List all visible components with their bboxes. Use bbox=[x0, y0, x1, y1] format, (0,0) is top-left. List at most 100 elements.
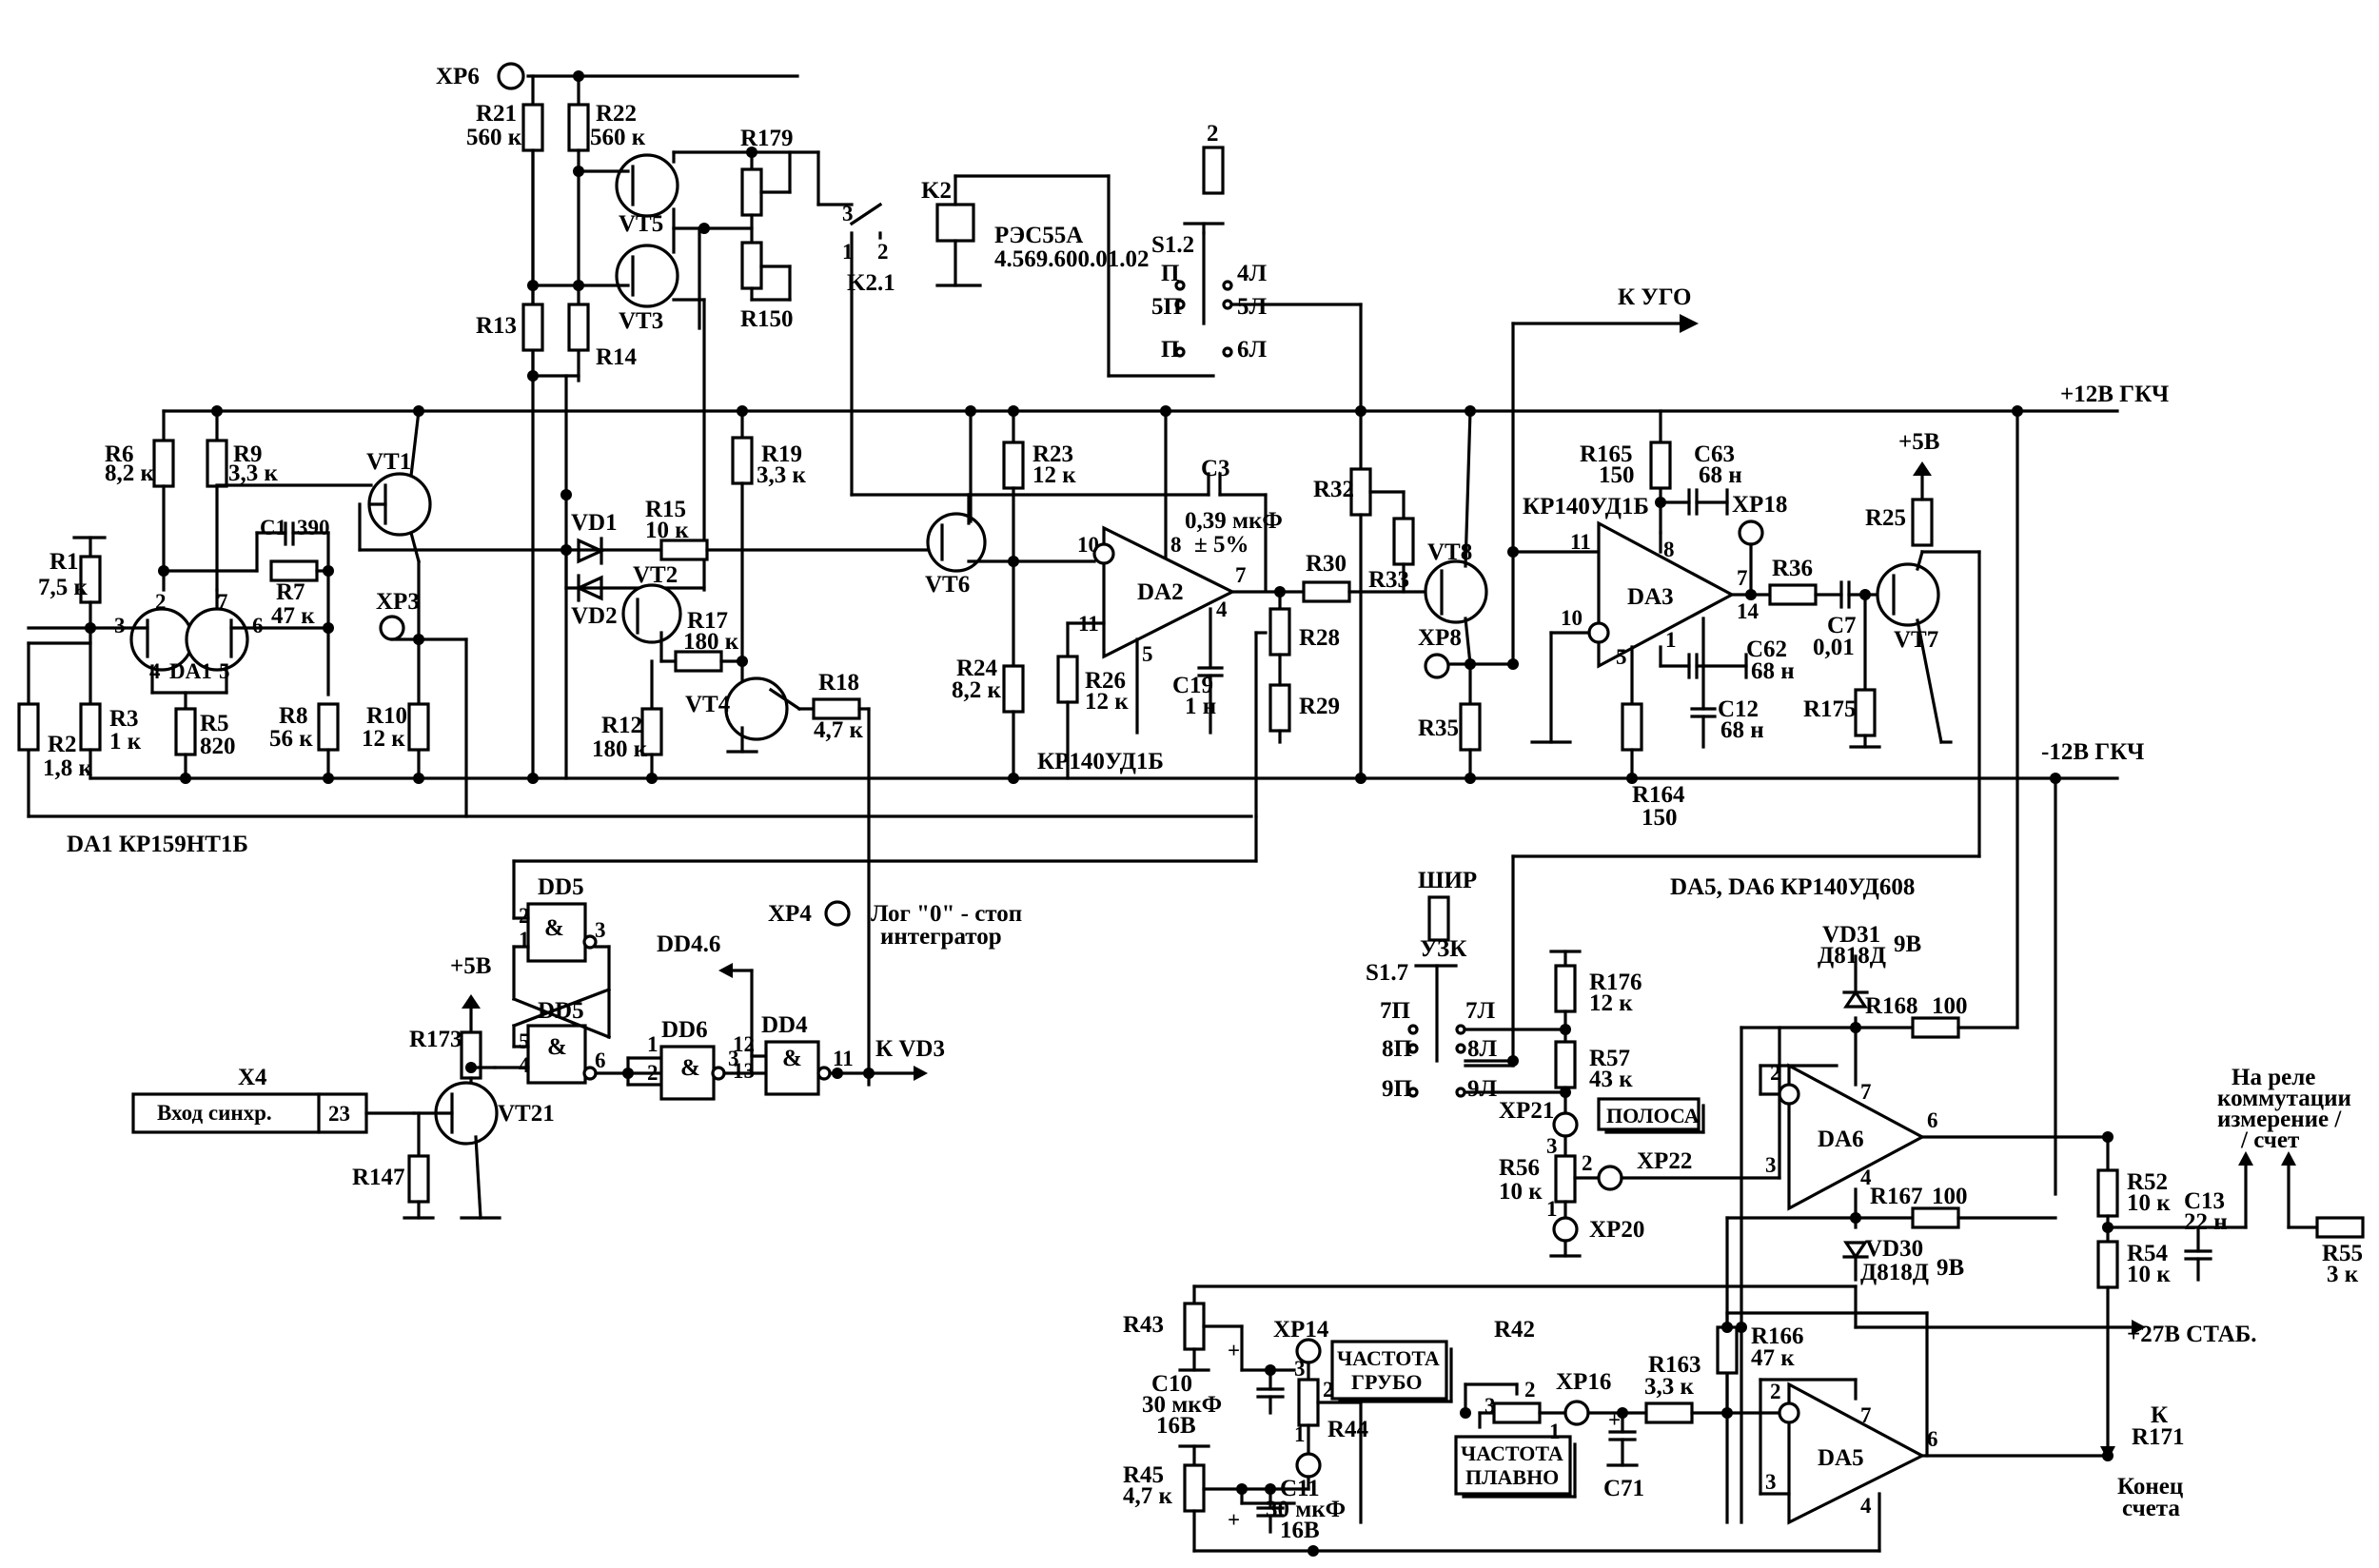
da5-opamp bbox=[1787, 1382, 1926, 1525]
r35-resistor bbox=[1459, 702, 1482, 752]
s12-5p: 5П bbox=[1151, 294, 1182, 320]
r17-resistor bbox=[674, 650, 723, 673]
vt5-transistor bbox=[615, 153, 679, 218]
r165-label: R165 bbox=[1580, 441, 1633, 467]
xp6-label: XP6 bbox=[436, 64, 480, 89]
k-ugo-label: К УГО bbox=[1618, 284, 1691, 310]
s12-label: S1.2 bbox=[1151, 232, 1194, 258]
r54-value: 10 к bbox=[2127, 1262, 2171, 1287]
vd31-label: VD31 bbox=[1822, 922, 1880, 948]
r55-resistor bbox=[2315, 1216, 2365, 1239]
da3-pin5: 5 bbox=[1616, 645, 1627, 669]
r42-label: R42 bbox=[1494, 1317, 1535, 1343]
r17-label: R17 bbox=[687, 608, 728, 634]
kr171-line2: R171 bbox=[2132, 1424, 2185, 1450]
da6-pin7: 7 bbox=[1860, 1080, 1872, 1104]
r57-label: R57 bbox=[1589, 1046, 1630, 1071]
vd30-voltage: 9В bbox=[1937, 1255, 1964, 1281]
da3-section bbox=[1464, 314, 2057, 1196]
da3-label: DA3 bbox=[1627, 584, 1674, 610]
freq-coarse-line2: ГРУБО bbox=[1351, 1370, 1423, 1394]
r165-value: 150 bbox=[1599, 462, 1635, 488]
r23-value: 12 к bbox=[1032, 462, 1076, 488]
freq-coarse-line1: ЧАСТОТА bbox=[1337, 1346, 1440, 1370]
r54-label: R54 bbox=[2127, 1241, 2169, 1266]
k21-pin1: 1 bbox=[842, 240, 854, 264]
r56-value: 10 к bbox=[1499, 1179, 1543, 1205]
r2-label: R2 bbox=[48, 732, 77, 757]
vd1-label: VD1 bbox=[571, 510, 618, 536]
r5-label: R5 bbox=[200, 711, 229, 736]
r44-pin3: 3 bbox=[1294, 1357, 1306, 1381]
c11-voltage: 16В bbox=[1280, 1518, 1320, 1543]
r12-value: 180 к bbox=[592, 736, 648, 762]
r13-resistor bbox=[521, 303, 544, 352]
da2-pin4: 4 bbox=[1216, 598, 1228, 621]
da56-part-label: DA5, DA6 КР140УД608 bbox=[1670, 874, 1915, 900]
r45-value: 4,7 к bbox=[1123, 1483, 1173, 1509]
c7-value: 0,01 bbox=[1813, 635, 1855, 660]
da2-pin10: 10 bbox=[1077, 533, 1099, 557]
r28-label: R28 bbox=[1299, 625, 1340, 651]
r166-resistor bbox=[1716, 1325, 1739, 1375]
uzk-label: УЗК bbox=[1420, 936, 1466, 962]
da6-pin4: 4 bbox=[1860, 1166, 1872, 1189]
r150-resistor bbox=[740, 241, 763, 290]
dd6-label: DD6 bbox=[661, 1017, 708, 1043]
s17-8p: 8П bbox=[1382, 1036, 1412, 1062]
r24-resistor bbox=[1002, 664, 1025, 714]
vt1-label: VT1 bbox=[366, 449, 411, 475]
c19-value: 1 н bbox=[1185, 694, 1216, 719]
s17-9l: 9Л bbox=[1467, 1076, 1498, 1102]
vd31-type: Д818Д bbox=[1818, 943, 1886, 969]
r176-label: R176 bbox=[1589, 970, 1642, 995]
r26-resistor bbox=[1056, 655, 1079, 704]
r36-label: R36 bbox=[1772, 556, 1813, 581]
c1-label: C1 bbox=[260, 516, 286, 539]
r23-resistor bbox=[1002, 441, 1025, 490]
dd5-pin6: 6 bbox=[595, 1049, 606, 1072]
dd4-gate bbox=[764, 1040, 820, 1096]
dd6-pin2: 2 bbox=[647, 1061, 659, 1085]
s12-5l: 5Л bbox=[1237, 294, 1268, 320]
r5-value: 820 bbox=[200, 734, 236, 759]
c12-label: C12 bbox=[1718, 696, 1759, 722]
r24-label: R24 bbox=[956, 656, 998, 681]
da3-pin8: 8 bbox=[1663, 538, 1675, 561]
k2-number: 4.569.600.01.02 bbox=[994, 246, 1150, 272]
r167-value: 100 bbox=[1932, 1184, 1968, 1209]
vt7-label: VT7 bbox=[1894, 627, 1938, 653]
r7-resistor bbox=[269, 559, 319, 582]
s17-7p: 7П bbox=[1380, 998, 1410, 1024]
r9-value: 3,3 к bbox=[228, 461, 279, 486]
da3-pin7: 7 bbox=[1737, 566, 1748, 590]
vt3-transistor bbox=[615, 244, 679, 308]
r6-value: 8,2 к bbox=[105, 461, 155, 486]
r7-value: 47 к bbox=[271, 603, 315, 629]
vt8-label: VT8 bbox=[1427, 539, 1472, 565]
r18-label: R18 bbox=[818, 670, 859, 696]
r30-resistor bbox=[1302, 580, 1351, 603]
r14-label: R14 bbox=[596, 344, 638, 370]
r15-label: R15 bbox=[645, 497, 686, 522]
vd2-label: VD2 bbox=[571, 603, 618, 629]
vt3-label: VT3 bbox=[619, 308, 663, 334]
r24-value: 8,2 к bbox=[952, 677, 1002, 703]
r167-resistor bbox=[1911, 1206, 1960, 1229]
r19-label: R19 bbox=[761, 441, 802, 467]
r56-label: R56 bbox=[1499, 1155, 1540, 1181]
r168-label: R168 bbox=[1865, 993, 1918, 1019]
r173-label: R173 bbox=[409, 1027, 462, 1052]
freq-fine-label-box bbox=[1454, 1435, 1572, 1496]
p27-label: +27В СТАБ. bbox=[2127, 1322, 2257, 1347]
da2-opamp bbox=[1102, 525, 1236, 659]
r56-pin3: 3 bbox=[1546, 1134, 1558, 1158]
dd6-pin1: 1 bbox=[647, 1032, 659, 1056]
r163-label: R163 bbox=[1648, 1352, 1701, 1378]
r19-value: 3,3 к bbox=[757, 462, 807, 488]
xp22-terminal bbox=[1597, 1165, 1623, 1191]
da3-pin14: 14 bbox=[1737, 599, 1760, 623]
c13-value: 22 н bbox=[2184, 1209, 2228, 1235]
r166-value: 47 к bbox=[1751, 1345, 1795, 1371]
